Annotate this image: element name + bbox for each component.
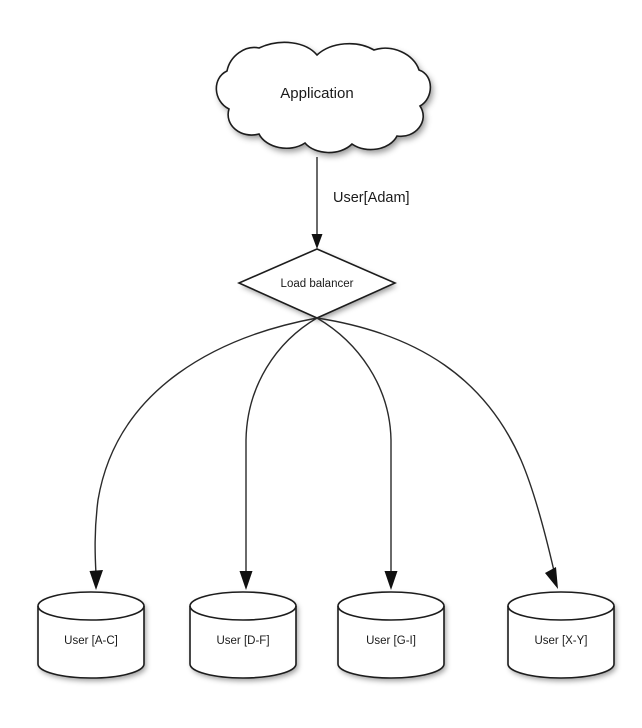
edge-app-to-balancer: User[Adam] [311,157,410,249]
edge-balancer-to-db-3 [316,317,398,590]
edge-balancer-to-db-2 [239,317,318,590]
cloud-icon [216,42,431,153]
edge-balancer-to-db-1 [89,317,318,590]
application-label: Application [280,85,353,102]
load-balancer-label: Load balancer [281,278,354,290]
database-icon [38,592,144,678]
edge-balancer-to-db-1-path [94,317,318,575]
database-icon [338,592,444,678]
node-database-3[interactable]: User [G-I] [337,591,445,679]
database-icon [508,592,614,678]
database-1-label: User [A-C] [64,635,118,647]
arrow-head-icon [311,234,323,249]
arrow-head-icon [384,571,398,590]
node-database-4[interactable]: User [X-Y] [507,591,615,679]
edge-balancer-to-db-4-path [316,317,555,572]
database-2-label: User [D-F] [216,635,269,647]
arrow-head-icon [545,567,558,589]
arrow-head-icon [239,571,253,590]
node-database-1[interactable]: User [A-C] [37,591,145,679]
edge-balancer-to-db-2-path [245,317,318,574]
database-3-label: User [G-I] [366,635,416,647]
node-application[interactable]: Application [215,41,432,154]
edge-balancer-to-db-4 [316,317,558,589]
arrow-head-icon [89,570,103,590]
node-load-balancer[interactable]: Load balancer [237,248,397,319]
edge-app-to-balancer-label: User[Adam] [333,190,410,206]
edge-balancer-to-db-3-path [316,317,392,574]
database-icon [190,592,296,678]
node-database-2[interactable]: User [D-F] [189,591,297,679]
database-4-label: User [X-Y] [534,635,587,647]
